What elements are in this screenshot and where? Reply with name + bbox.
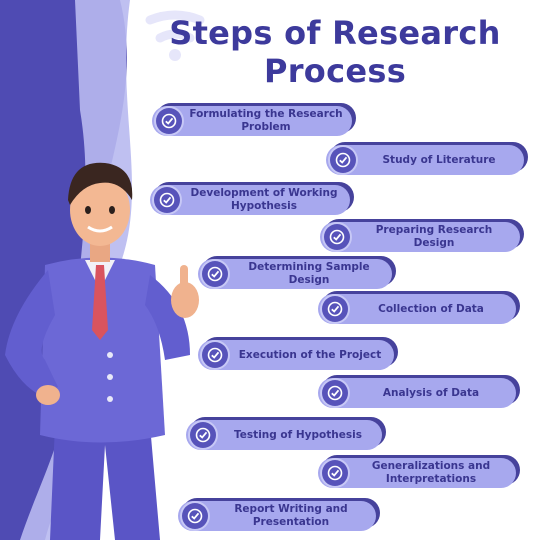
step-item-3: Development of Working Hypothesis xyxy=(150,182,354,215)
businessman-illustration xyxy=(5,162,199,540)
wifi-icon xyxy=(145,10,205,43)
step-item-7: Execution of the Project xyxy=(198,337,398,370)
check-circle-icon xyxy=(154,187,180,213)
step-label: Formulating the Research Problem xyxy=(189,108,343,133)
step-label: Analysis of Data xyxy=(382,386,480,399)
step-label: Preparing Research Design xyxy=(375,224,493,249)
check-circle-icon xyxy=(322,380,348,406)
check-circle-icon xyxy=(322,296,348,322)
step-label: Report Writing and Presentation xyxy=(234,503,348,528)
check-circle-icon xyxy=(330,147,356,173)
step-item-11: Report Writing and Presentation xyxy=(178,498,380,531)
step-label: Execution of the Project xyxy=(238,348,382,361)
step-label: Collection of Data xyxy=(378,302,484,315)
check-circle-icon xyxy=(324,224,350,250)
title-line-2: Process xyxy=(263,52,407,90)
step-label: Testing of Hypothesis xyxy=(234,428,362,441)
check-circle-icon xyxy=(202,261,228,287)
step-label: Determining Sample Design xyxy=(248,261,370,286)
step-item-5: Determining Sample Design xyxy=(198,256,396,289)
step-item-2: Study of Literature xyxy=(326,142,528,175)
check-circle-icon xyxy=(322,460,348,486)
check-circle-icon xyxy=(182,503,208,529)
step-item-4: Preparing Research Design xyxy=(320,219,524,252)
step-item-10: Generalizations and Interpretations xyxy=(318,455,520,488)
left-wave-highlight xyxy=(20,0,133,540)
step-item-9: Testing of Hypothesis xyxy=(186,417,386,450)
wifi-dot-icon xyxy=(169,49,181,61)
step-item-8: Analysis of Data xyxy=(318,375,520,408)
check-circle-icon xyxy=(156,108,182,134)
page-title: Steps of Research Process xyxy=(140,14,530,90)
check-circle-icon xyxy=(190,422,216,448)
step-item-1: Formulating the Research Problem xyxy=(152,103,356,136)
step-label: Generalizations and Interpretations xyxy=(371,460,491,485)
step-item-6: Collection of Data xyxy=(318,291,520,324)
step-label: Study of Literature xyxy=(382,153,496,166)
step-label: Development of Working Hypothesis xyxy=(190,187,338,212)
title-line-1: Steps of Research xyxy=(169,14,501,52)
check-circle-icon xyxy=(202,342,228,368)
